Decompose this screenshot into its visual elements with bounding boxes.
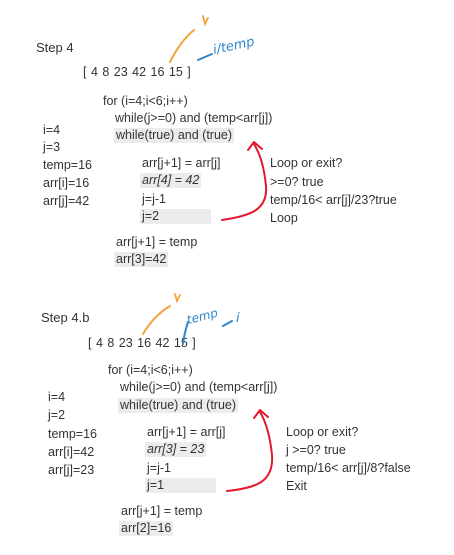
step4b-body-decrement-eval: j=1 — [145, 478, 217, 493]
step4b-orange-tick — [174, 293, 181, 304]
step4-red-arrow — [221, 143, 268, 221]
step4b-var-arrj: arr[j]=23 — [48, 463, 95, 477]
step4-red-arrowhead — [247, 141, 263, 151]
step4b-check-result: Exit — [286, 479, 307, 493]
step4-orange-tick — [202, 15, 209, 27]
step4b-check-temp: temp/16< arr[j]/8?false — [286, 461, 411, 475]
step4-orange-mark — [169, 29, 195, 63]
step4-while-eval: while(true) and (true) — [114, 128, 235, 143]
step4b-while-eval: while(true) and (true) — [118, 398, 239, 413]
step4b-hand-i: i — [236, 311, 240, 326]
step4b-title: Step 4.b — [41, 310, 90, 325]
step4-array: [ 4 8 23 42 16 15 ] — [83, 65, 191, 79]
step4b-while-line: while(j>=0) and (temp<arr[j]) — [120, 380, 278, 394]
step4-var-arrj: arr[j]=42 — [43, 194, 90, 208]
step4-body-assign: arr[j+1] = arr[j] — [142, 156, 221, 170]
step4b-var-i: i=4 — [48, 390, 66, 404]
step4-for-line: for (i=4;i<6;i++) — [103, 94, 188, 108]
step4-var-arri: arr[i]=16 — [43, 176, 90, 190]
step4-body-assign-eval: arr[4] = 42 — [140, 173, 202, 188]
step4b-orange-mark — [142, 305, 171, 335]
step4-var-i: i=4 — [43, 123, 61, 137]
step4b-body-assign-eval: arr[3] = 23 — [145, 442, 207, 457]
step4b-check-j: j >=0? true — [286, 443, 346, 457]
step4b-after-assign: arr[j+1] = temp — [121, 504, 203, 518]
step4-after-eval: arr[3]=42 — [114, 252, 169, 267]
step4-while-line: while(j>=0) and (temp<arr[j]) — [115, 111, 273, 125]
step4b-var-temp: temp=16 — [48, 427, 97, 441]
step4b-blue-stroke — [182, 321, 189, 345]
step4b-hand-temp: temp — [185, 306, 219, 327]
step4b-red-arrow — [226, 411, 274, 492]
step4b-blue-dash — [222, 320, 233, 327]
step4-blue-dash — [197, 53, 213, 61]
step4b-for-line: for (i=4;i<6;i++) — [108, 363, 193, 377]
step4-body-decrement: j=j-1 — [142, 192, 166, 206]
step4b-var-j: j=2 — [48, 408, 66, 422]
step4-var-j: j=3 — [43, 140, 61, 154]
step4b-after-eval: arr[2]=16 — [119, 521, 174, 536]
step4b-array: [ 4 8 23 16 42 15 ] — [88, 336, 196, 350]
step4-check-j: >=0? true — [270, 175, 324, 189]
step4-var-temp: temp=16 — [43, 158, 92, 172]
step4-check-result: Loop — [270, 211, 298, 225]
step4b-var-arri: arr[i]=42 — [48, 445, 95, 459]
step4-check-temp: temp/16< arr[j]/23?true — [270, 193, 397, 207]
step4-hand-label: i/temp — [212, 35, 256, 58]
step4-check-question: Loop or exit? — [270, 156, 343, 170]
step4-body-decrement-eval: j=2 — [140, 209, 212, 224]
step4-title: Step 4 — [36, 40, 74, 55]
step4b-body-assign: arr[j+1] = arr[j] — [147, 425, 226, 439]
step4b-check-question: Loop or exit? — [286, 425, 359, 439]
step4b-red-arrowhead — [253, 409, 269, 419]
step4b-body-decrement: j=j-1 — [147, 461, 171, 475]
step4-after-assign: arr[j+1] = temp — [116, 235, 198, 249]
